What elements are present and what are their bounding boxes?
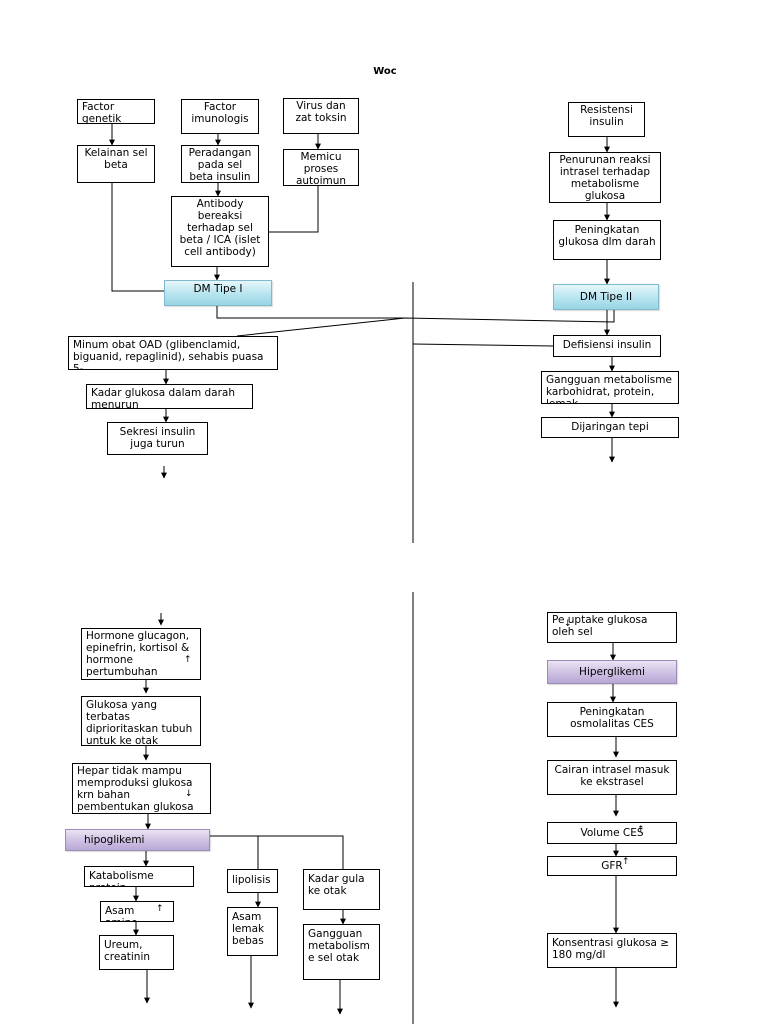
arrow-up-icon: ↑ (184, 655, 192, 665)
node-dm-tipe-2: DM Tipe II (553, 284, 659, 310)
node-peningkatan-glukosa: Peningkatan glukosa dlm darah (553, 220, 661, 260)
node-defisiensi-insulin: Defisiensi insulin (553, 335, 661, 357)
node-gfr: GFR (547, 856, 677, 876)
node-penurunan-reaksi: Penurunan reaksi intrasel terhadap metab… (549, 152, 661, 203)
node-hipoglikemi: hipoglikemi (65, 829, 210, 851)
node-asam-amino: Asam amino (100, 901, 174, 922)
arrow-up-icon: ↑ (637, 825, 645, 835)
node-factor-genetik: Factor genetik (77, 99, 155, 124)
node-dm-tipe-1: DM Tipe I (164, 280, 272, 306)
node-lipolisis: lipolisis (227, 869, 278, 893)
node-resistensi-insulin: Resistensi insulin (568, 102, 645, 137)
arrow-down-icon: ↓ (564, 619, 572, 629)
node-katabolisme-protein: Katabolisme protein (84, 866, 194, 887)
node-kadar-glukosa-menurun: Kadar glukosa dalam darah menurun (86, 384, 253, 409)
node-asam-lemak-bebas: Asam lemak bebas (227, 907, 278, 956)
node-peradangan: Peradangan pada sel beta insulin (181, 145, 259, 183)
node-hormone: Hormone glucagon, epinefrin, kortisol & … (81, 628, 201, 680)
node-kadar-gula-otak: Kadar gula ke otak (303, 869, 380, 910)
node-uptake-glukosa: Pe uptake glukosa oleh sel (547, 612, 677, 643)
node-hiperglikemi: Hiperglikemi (547, 660, 677, 684)
node-ureum-creatinin: Ureum, creatinin (99, 935, 174, 970)
node-minum-oad: Minum obat OAD (glibenclamid, biguanid, … (68, 336, 278, 370)
arrow-down-icon: ↓ (185, 789, 193, 799)
node-hepar: Hepar tidak mampu memproduksi glukosa kr… (72, 763, 211, 814)
node-dijaringan-tepi: Dijaringan tepi (541, 417, 679, 438)
node-factor-imunologis: Factor imunologis (181, 99, 259, 134)
node-peningkatan-osmolalitas: Peningkatan osmolalitas CES (547, 702, 677, 737)
node-virus-zat-toksin: Virus dan zat toksin (283, 98, 359, 134)
node-antibody: Antibody bereaksi terhadap sel beta / IC… (171, 196, 269, 267)
node-sekresi-insulin: Sekresi insulin juga turun (107, 422, 208, 455)
arrow-up-icon: ↑ (156, 904, 164, 914)
node-konsentrasi-glukosa: Konsentrasi glukosa ≥ 180 mg/dl (547, 933, 677, 968)
node-glukosa-terbatas: Glukosa yang terbatas diprioritaskan tub… (81, 696, 201, 746)
page-title: Woc (373, 66, 397, 77)
arrow-up-icon: ↑ (622, 857, 630, 867)
node-volume-ces: Volume CES (547, 822, 677, 844)
node-gangguan-metabolisme: Gangguan metabolisme karbohidrat, protei… (541, 371, 679, 404)
node-memicu-autoimun: Memicu proses autoimun (283, 149, 359, 186)
node-gangguan-sel-otak: Gangguan metabolism e sel otak (303, 924, 380, 980)
node-cairan-intrasel: Cairan intrasel masuk ke ekstrasel (547, 760, 677, 795)
node-kelainan-sel-beta: Kelainan sel beta (77, 145, 155, 183)
